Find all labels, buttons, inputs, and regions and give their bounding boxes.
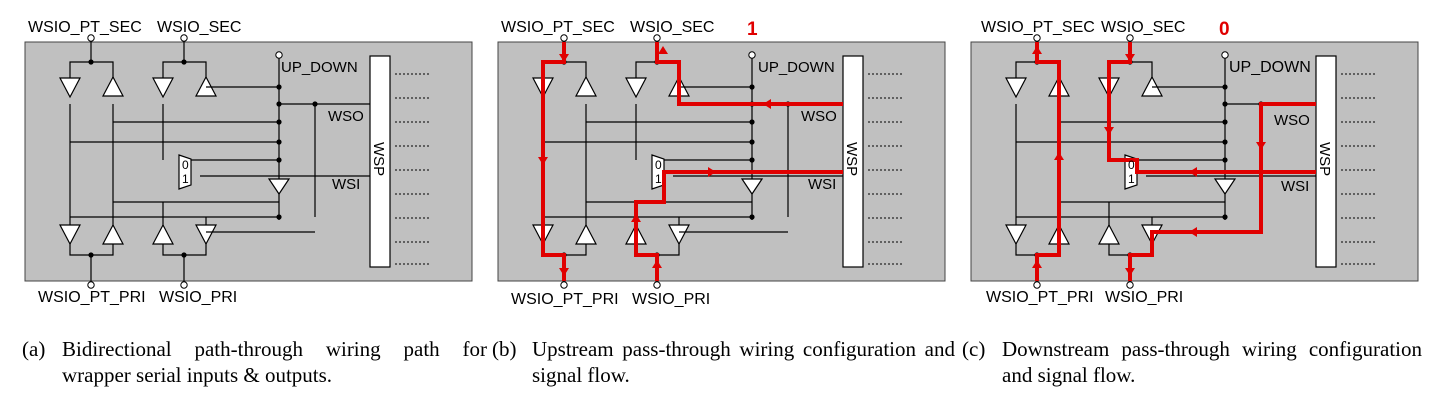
label-up-down: UP_DOWN	[1229, 59, 1311, 76]
caption-marker: (a)	[22, 337, 46, 361]
label-wsi: WSI	[1281, 178, 1309, 195]
label-wsp: WSP	[370, 142, 387, 176]
mux-input-0: 0	[182, 158, 189, 172]
label-wsp: WSP	[843, 142, 860, 176]
mux-input-1: 1	[182, 172, 189, 186]
circuit-base-a	[24, 34, 473, 289]
label-wsio-pt-sec: WSIO_PT_SEC	[501, 19, 615, 36]
panel-c: WSIO_PT_SEC WSIO_SEC 0 WSIO_PT_PRI WSIO_…	[970, 19, 1419, 306]
panel-b: WSIO_PT_SEC WSIO_SEC 1 WSIO_PT_PRI WSIO_…	[497, 19, 946, 308]
label-wso: WSO	[1274, 112, 1310, 129]
label-wsio-pt-sec: WSIO_PT_SEC	[28, 19, 142, 36]
label-wsp: WSP	[1316, 142, 1333, 176]
label-wsio-pri: WSIO_PRI	[632, 291, 710, 308]
label-wsio-sec: WSIO_SEC	[1101, 19, 1185, 36]
label-wsio-pt-sec: WSIO_PT_SEC	[981, 19, 1095, 36]
mux-input-0: 0	[655, 158, 662, 172]
caption-marker: (c)	[962, 337, 986, 361]
caption-text: Upstream pass-through wiring configurati…	[532, 337, 955, 387]
mux-input-1: 1	[655, 172, 662, 186]
caption-text: Bidirectional path-through wiring path f…	[62, 337, 487, 387]
upstream-arrows	[538, 46, 771, 276]
label-wsio-pri: WSIO_PRI	[1105, 289, 1183, 306]
label-wsio-sec: WSIO_SEC	[157, 19, 241, 36]
label-wsio-pt-pri: WSIO_PT_PRI	[511, 291, 619, 308]
label-wsio-pt-pri: WSIO_PT_PRI	[986, 289, 1094, 306]
panel-a: WSIO_PT_SEC WSIO_SEC WSIO_PT_PRI WSIO_PR…	[24, 19, 473, 306]
label-wsio-pri: WSIO_PRI	[159, 289, 237, 306]
up-down-select-value: 1	[747, 19, 758, 40]
up-down-select-value: 0	[1219, 19, 1230, 40]
pass-through-diagrams: WSIO_PT_SEC WSIO_SEC WSIO_PT_PRI WSIO_PR…	[24, 19, 1419, 308]
caption-text: Downstream pass-through wiring configura…	[1002, 337, 1422, 387]
mux-input-1: 1	[1128, 172, 1135, 186]
circuit-base-c	[970, 34, 1419, 289]
caption-marker: (b)	[492, 337, 517, 361]
label-up-down: UP_DOWN	[281, 59, 358, 76]
label-up-down: UP_DOWN	[758, 59, 835, 76]
label-wsio-sec: WSIO_SEC	[630, 19, 714, 36]
label-wsi: WSI	[808, 176, 836, 193]
label-wsio-pt-pri: WSIO_PT_PRI	[38, 289, 146, 306]
mux-input-0: 0	[1128, 158, 1135, 172]
label-wso: WSO	[328, 108, 364, 125]
downstream-arrows	[1032, 46, 1266, 276]
label-wso: WSO	[801, 108, 837, 125]
label-wsi: WSI	[332, 176, 360, 193]
circuit-base-b	[497, 34, 946, 289]
